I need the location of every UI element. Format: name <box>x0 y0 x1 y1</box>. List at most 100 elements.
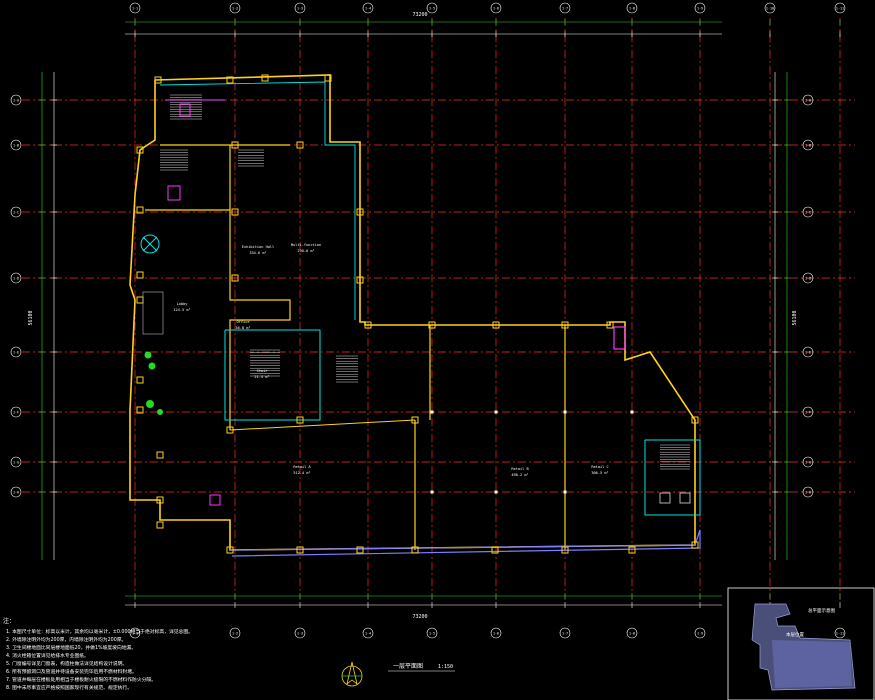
axis-bubble-label: 1-A <box>805 99 811 103</box>
axis-bubble-label: 1-B <box>13 144 19 148</box>
room-area: 306.5 m² <box>591 471 608 475</box>
room-area: 498.2 m² <box>511 473 528 477</box>
axis-bubble-label: 1-4 <box>365 632 371 636</box>
magenta-shaft-2 <box>167 185 181 201</box>
axis-bubble-label: 1-6 <box>493 7 499 11</box>
structural-column <box>411 416 419 424</box>
partition-south <box>229 419 416 431</box>
axis-bubble-label: 1-4 <box>365 7 371 11</box>
structural-column <box>136 146 144 154</box>
axis-bubble-label: 1-C <box>13 211 19 215</box>
axis-bubble <box>694 627 706 639</box>
axis-bubble-label: 1-6 <box>493 632 499 636</box>
structural-column <box>261 74 269 82</box>
room-area: 334.6 m² <box>249 251 266 255</box>
drawing-title-scale: 1:150 <box>438 664 453 670</box>
axis-bubble-label: 1-C <box>805 211 811 215</box>
key-plan-highlight <box>772 640 852 688</box>
structural-column <box>561 546 569 554</box>
structural-column <box>226 426 234 434</box>
axis-bubble-label: 1-7 <box>562 632 568 636</box>
structural-column <box>226 546 234 554</box>
axis-bubble <box>10 346 22 358</box>
axis-bubble <box>694 2 706 14</box>
notes-header: 注： <box>3 617 15 625</box>
axis-bubble <box>834 2 846 14</box>
axis-bubble-label: 1-G <box>13 461 19 465</box>
structural-column <box>691 541 699 549</box>
axis-bubble <box>490 627 502 639</box>
lobby-furniture <box>142 291 164 335</box>
room-area: 512.4 m² <box>293 471 310 475</box>
east-stair-core <box>644 439 701 516</box>
axis-bubble-label: 1-2 <box>232 7 238 11</box>
axis-bubble-label: 1-E <box>805 351 811 355</box>
magenta-shaft-east <box>613 326 626 350</box>
general-notes: 注： 1. 本图尺寸单位：标高以米计，其余均以毫米计，±0.000相当于绝对标高… <box>3 617 193 691</box>
axis-bubble-label: 1-7 <box>562 7 568 11</box>
structural-column <box>231 141 239 149</box>
note-line-3: 3. 卫生间楼地面比同层楼地面低20，并做1%坡度坡向地漏。 <box>6 644 136 651</box>
axis-bubble <box>802 486 814 498</box>
room-name: Stair <box>257 369 269 373</box>
keyplan-label: 总平面示意图 <box>808 607 835 614</box>
stair-treads <box>160 94 690 470</box>
interior-column <box>563 410 567 414</box>
axis-bubble <box>802 206 814 218</box>
axis-bubbles: 1-11-11-21-21-31-31-41-41-51-51-61-61-71… <box>10 2 846 639</box>
structural-column <box>156 521 164 529</box>
axis-bubble <box>490 2 502 14</box>
structural-column <box>156 496 164 504</box>
structural-column <box>561 321 569 329</box>
axis-bubble <box>559 2 571 14</box>
axis-bubble-label: 1-11 <box>836 7 844 11</box>
axis-bubble-label: 1-10 <box>766 7 774 11</box>
structural-column <box>364 321 372 329</box>
interior-column <box>563 490 567 494</box>
structural-column <box>296 546 304 554</box>
room-name: Lobby <box>177 302 189 306</box>
structural-column <box>356 276 364 284</box>
note-line-8: 8. 图中未尽事宜应严格按照国家现行有关规范、规定执行。 <box>6 684 132 691</box>
axis-bubble-label: 1-D <box>13 277 19 281</box>
interior-column <box>494 490 498 494</box>
room-area: 36.8 m² <box>235 326 250 330</box>
structural-column <box>691 416 699 424</box>
structural-column <box>231 208 239 216</box>
structural-column <box>356 546 364 554</box>
axis-bubble <box>10 272 22 284</box>
axis-grid <box>22 18 855 600</box>
axis-bubble <box>10 486 22 498</box>
elevator-x-line-2 <box>142 236 158 252</box>
dimension-chains <box>39 19 841 608</box>
structural-column <box>628 546 636 554</box>
drawing-title: 一层平面图 <box>393 663 423 670</box>
note-line-2: 2. 外墙除注明外均为200厚，内墙除注明外均为200厚。 <box>6 636 126 643</box>
structural-column <box>156 451 164 459</box>
north-arrow-icon <box>341 661 363 687</box>
axis-bubble-label: 1-5 <box>429 7 435 11</box>
key-plan: 总平面示意图 本层位置 <box>727 587 875 700</box>
axis-bubble <box>764 2 776 14</box>
axis-bubble <box>10 94 22 106</box>
axis-bubble-label: 1-5 <box>429 632 435 636</box>
note-line-5: 5. 门窗编号详见门窗表，构造柱做法详见结构设计说明。 <box>6 660 127 667</box>
axis-bubble-label: 1-3 <box>297 7 303 11</box>
note-line-7: 7. 管道井每层在楼板处用相当于楼板耐火极限的不燃材料作防火分隔。 <box>6 676 156 683</box>
elevator-east-2 <box>679 492 691 504</box>
tree-symbol-2 <box>148 362 156 370</box>
structural-column <box>136 376 144 384</box>
axis-bubble <box>834 627 846 639</box>
axis-bubble-label: 1-F <box>13 411 19 415</box>
axis-bubble-label: 1-D <box>805 277 811 281</box>
structural-column <box>428 321 436 329</box>
axis-bubble <box>294 2 306 14</box>
building-outline <box>129 74 701 557</box>
tree-symbol-3 <box>146 400 154 408</box>
south-band <box>229 529 701 557</box>
tree-symbol-1 <box>144 351 152 359</box>
axis-bubble <box>802 406 814 418</box>
partition-core <box>224 329 321 421</box>
